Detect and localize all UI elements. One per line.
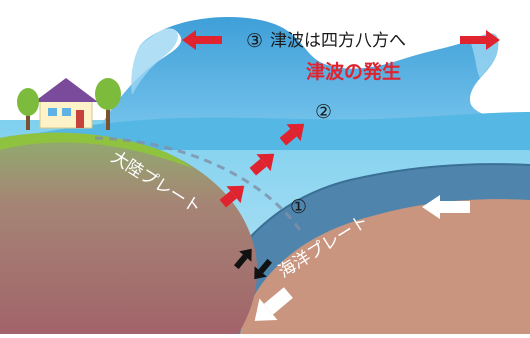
title-tsunami-occurrence: 津波の発生 [306,60,401,83]
uplift-arrows [219,123,305,208]
plate-arrow-lower [254,287,293,321]
marker-1: ① [290,196,307,218]
marker-2: ② [315,101,332,123]
tsunami-wave [95,17,530,146]
tree-left [17,88,39,130]
arrow-left-red [182,30,222,50]
plate-arrow-upper [422,195,470,219]
sea-surface [0,112,530,150]
arrow-right-red [460,30,500,50]
slip-arrows [233,248,273,280]
grass [0,132,192,168]
dashed-plate-line [94,136,302,231]
tsunami-label: 津波は四方八方へ [270,31,406,51]
continental-plate [0,132,258,334]
marker-3: ③ [246,30,263,52]
seabed-right [215,193,530,334]
house [34,78,98,129]
wave-curl-left [131,28,178,96]
tree-right [95,78,121,130]
